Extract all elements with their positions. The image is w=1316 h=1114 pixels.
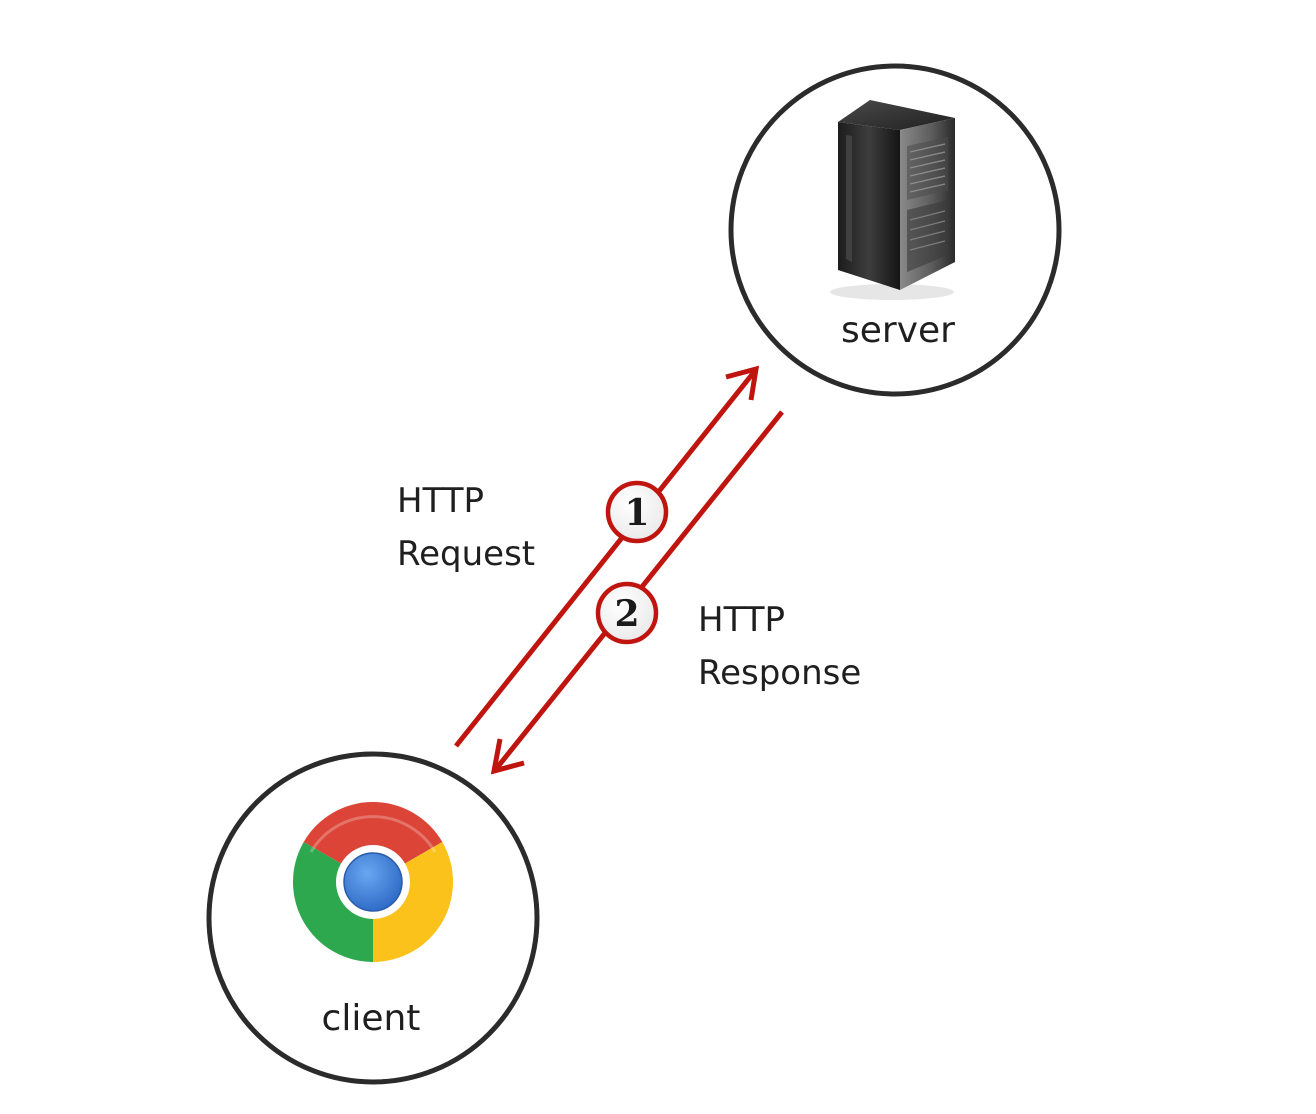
step-badge-2: 2 bbox=[595, 581, 659, 645]
client-label: client bbox=[322, 998, 421, 1039]
client-node: client bbox=[206, 751, 540, 1085]
request-arrowhead bbox=[725, 365, 760, 401]
server-node: server bbox=[728, 63, 1062, 397]
request-label-line1: HTTP bbox=[397, 481, 484, 521]
step-number-2: 2 bbox=[614, 593, 639, 635]
server-tower-icon bbox=[830, 100, 955, 300]
step-badge-1: 1 bbox=[605, 480, 669, 544]
request-label: HTTP Request bbox=[397, 481, 535, 574]
step-number-1: 1 bbox=[624, 492, 649, 534]
request-label-line2: Request bbox=[397, 534, 535, 574]
chrome-browser-icon bbox=[292, 801, 454, 962]
request-arrow bbox=[454, 365, 760, 748]
response-label-line1: HTTP bbox=[698, 600, 785, 640]
response-arrowhead bbox=[490, 738, 525, 775]
response-label: HTTP Response bbox=[698, 600, 861, 693]
server-label: server bbox=[841, 310, 955, 351]
response-label-line2: Response bbox=[698, 653, 861, 693]
